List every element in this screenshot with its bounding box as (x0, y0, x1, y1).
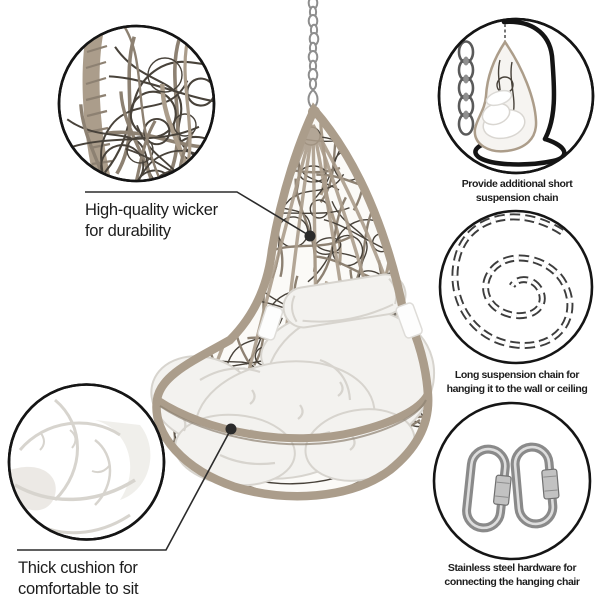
cushion-zoom-icon (10, 398, 151, 535)
frame-apex-wrap (308, 106, 320, 118)
cushion-annotation-label: Thick cushion for comfortable to sit (18, 558, 139, 600)
quick-link-left (462, 444, 512, 533)
basket-rim (154, 391, 432, 443)
wicker-annotation-line1: High-quality wicker (85, 201, 218, 219)
egg-chair-with-stand-icon (473, 19, 567, 167)
callout-circle-long-chain (438, 209, 594, 365)
basket-rim-shadow (159, 399, 427, 446)
quick-link-right (510, 442, 560, 529)
hardware-caption-line2: connecting the hanging chair (444, 576, 580, 588)
short-chain-caption-line2: suspension chain (475, 192, 559, 204)
hardware-caption-line1: Stainless steel hardware for (447, 562, 577, 574)
cushion-annotation-line1: Thick cushion for (18, 559, 138, 577)
hardware-caption: Stainless steel hardware for connecting … (420, 561, 600, 589)
egg-chair-graphic (150, 0, 436, 501)
long-chain-caption: Long suspension chain for hanging it to … (425, 368, 600, 396)
short-chain-caption: Provide additional short suspension chai… (425, 177, 600, 205)
callout-circle-hardware (432, 401, 592, 561)
chair-frame (152, 102, 433, 501)
quick-link-carabiners-icon (462, 442, 560, 533)
seat-cushion (150, 306, 436, 487)
callout-circle-short-chain (437, 17, 595, 175)
frame-tie-left (257, 304, 284, 341)
cushion-annotation-line2: comfortable to sit (18, 580, 139, 598)
frame-tie-right (395, 302, 423, 339)
short-chain-caption-line1: Provide additional short (461, 178, 573, 190)
cushion-leader-line (17, 423, 237, 551)
wicker-annotation-line2: for durability (85, 222, 171, 240)
long-chain-caption-line1: Long suspension chain for (454, 369, 580, 381)
long-chain-caption-line2: hanging it to the wall or ceiling (446, 383, 588, 395)
coiled-chain-icon (451, 213, 574, 349)
wicker-leader-line (85, 191, 316, 242)
wicker-annotation-label: High-quality wicker for durability (85, 200, 218, 242)
wicker-zoom-circle (57, 24, 216, 183)
hanging-chain-icon (307, 0, 320, 111)
cushion-zoom-circle (7, 383, 166, 541)
short-chain-icon (457, 40, 475, 136)
